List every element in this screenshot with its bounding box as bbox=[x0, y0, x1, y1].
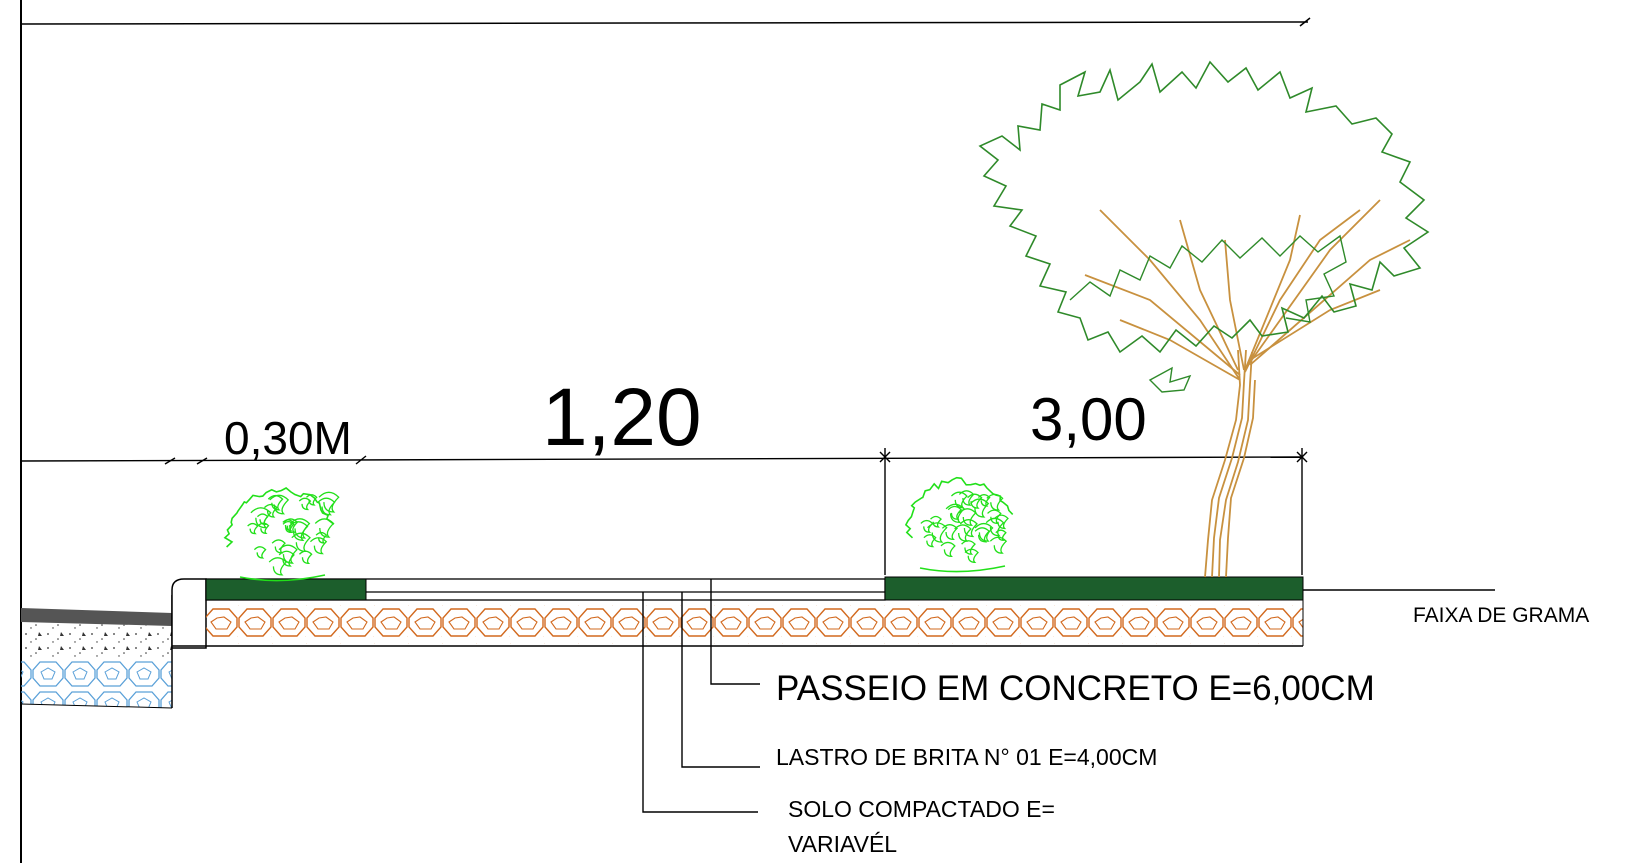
shrub-leaf-cluster bbox=[271, 539, 286, 554]
shrub-leaf-cluster bbox=[291, 532, 311, 553]
shrub-leaf-cluster bbox=[954, 524, 972, 542]
shrub-leaf-cluster bbox=[987, 509, 1002, 525]
shrub-icon bbox=[223, 487, 340, 582]
shrub-leaf-cluster bbox=[958, 490, 975, 506]
shrub-leaf-cluster bbox=[967, 493, 983, 509]
shrub-leaf-cluster bbox=[317, 497, 336, 516]
shrub-leaf-cluster bbox=[298, 550, 313, 564]
leader-concrete bbox=[710, 579, 760, 685]
shrub-base bbox=[239, 574, 326, 582]
shrub-leaf-cluster bbox=[986, 493, 1004, 511]
shrub-leaf-cluster bbox=[288, 521, 309, 541]
dimension-walkway-width: 1,20 bbox=[542, 372, 702, 463]
tree-branches bbox=[1084, 199, 1411, 381]
shrub-leaf-cluster bbox=[314, 518, 335, 538]
tree-canopy bbox=[978, 60, 1430, 354]
shrub-leaf-cluster bbox=[253, 546, 267, 559]
leader-soil bbox=[642, 592, 758, 813]
shrub-leaf-cluster bbox=[267, 494, 284, 511]
shrub-leaf-cluster bbox=[958, 508, 977, 526]
tree-icon bbox=[978, 60, 1430, 578]
shrub-leaf-cluster bbox=[950, 491, 968, 509]
shrub-leaf-cluster bbox=[269, 494, 290, 515]
callout-compacted-soil-2: VARIAVÉL bbox=[788, 831, 897, 857]
callout-grass-strip: FAIXA DE GRAMA bbox=[1413, 604, 1589, 627]
dimension-grass-width: 3,00 bbox=[1030, 386, 1147, 453]
shrub-leaf-cluster bbox=[263, 503, 278, 518]
callout-compacted-soil-1: SOLO COMPACTADO E= bbox=[788, 796, 1055, 822]
shrub-leaf-cluster bbox=[985, 517, 1005, 537]
shrub-leaf-cluster bbox=[282, 521, 295, 534]
gravel-base-layer bbox=[206, 600, 1303, 646]
shrub-leaf-cluster bbox=[930, 515, 942, 528]
shrub-leaf-cluster bbox=[989, 536, 1008, 554]
tree-trunk bbox=[1204, 349, 1256, 578]
shrub-leaf-cluster bbox=[961, 540, 976, 555]
tree-canopy-leaf bbox=[1148, 366, 1192, 393]
grass-strip-large bbox=[884, 576, 1304, 601]
callout-gravel-bed: LASTRO DE BRITA N° 01 E=4,00CM bbox=[776, 744, 1157, 770]
top-dimension-line bbox=[20, 21, 1309, 25]
top-dimension-tick bbox=[1299, 17, 1311, 27]
shrub-leaf-cluster bbox=[923, 534, 937, 548]
shrub-leaf-cluster bbox=[298, 497, 312, 511]
shrub-outline bbox=[223, 487, 335, 548]
shrub-leaf-cluster bbox=[974, 522, 994, 542]
shrub-leaf-cluster bbox=[947, 505, 962, 520]
shrub-leaf-cluster bbox=[977, 494, 991, 507]
shrub-leaf-cluster bbox=[318, 491, 340, 513]
concrete-walkway bbox=[205, 578, 886, 601]
curb bbox=[171, 578, 207, 649]
shrub-leaf-cluster bbox=[309, 537, 328, 555]
shrub-leaf-cluster bbox=[964, 548, 979, 563]
shrub-leaf-cluster bbox=[974, 527, 991, 543]
shrub-leaf-cluster bbox=[289, 518, 311, 539]
dimension-strip-width: 0,30M bbox=[224, 412, 352, 464]
shrub-leaf-cluster bbox=[283, 518, 299, 533]
shrub-leaf-cluster bbox=[945, 503, 966, 523]
shrub-leaf-cluster bbox=[278, 550, 295, 567]
leader-lines bbox=[642, 579, 1495, 813]
shrub-leaf-cluster bbox=[306, 494, 318, 506]
street-pavement bbox=[20, 595, 173, 709]
shrub-base bbox=[919, 565, 1006, 573]
grass-strip-small bbox=[205, 578, 367, 601]
leader-gravel bbox=[681, 592, 760, 768]
shrub-leaf-cluster bbox=[995, 529, 1007, 541]
shrub-leaf-cluster bbox=[247, 522, 259, 535]
shrub-leaf-cluster bbox=[959, 519, 978, 538]
shrub-leaf-cluster bbox=[250, 507, 272, 529]
shrub-leaf-cluster bbox=[941, 524, 958, 541]
callout-concrete-walk: PASSEIO EM CONCRETO E=6,00CM bbox=[776, 669, 1375, 708]
shrub-leaf-cluster bbox=[940, 541, 956, 558]
dimension-line-lower bbox=[20, 448, 1308, 575]
shrub-leaf-cluster bbox=[257, 522, 270, 534]
tree-canopy-inner bbox=[1069, 234, 1347, 323]
shrub-leaf-cluster bbox=[268, 557, 288, 576]
shrub-icon bbox=[904, 476, 1014, 573]
shrub-leaf-cluster bbox=[920, 519, 934, 533]
